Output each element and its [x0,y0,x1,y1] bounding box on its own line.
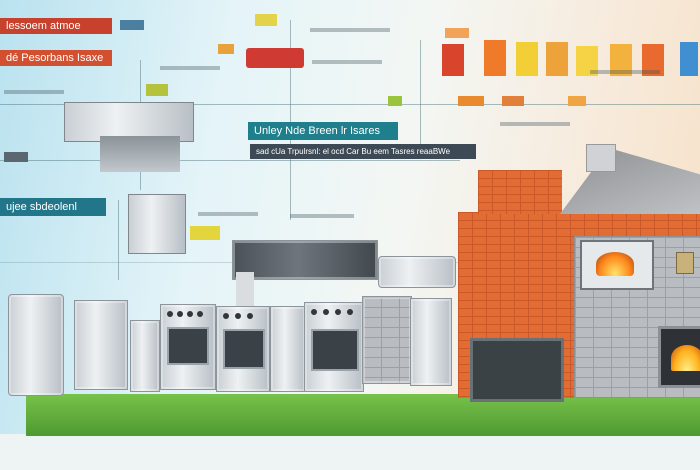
annotation-chip [218,44,234,54]
annotation-chip [445,28,469,38]
vent-hood [378,256,456,288]
storage-cabinet [470,338,564,402]
cabinet [270,306,306,392]
bar [546,42,568,76]
annotation-chip [502,96,524,106]
oven-icon [304,302,364,392]
range-hood [232,240,378,280]
left-mid-label: ujee sbdeolenl [0,198,106,216]
bar [576,46,598,76]
refrigerator-icon [74,300,128,390]
annotation-text-bar [590,70,660,74]
fire-icon [671,345,700,371]
bar [516,42,538,76]
annotation-text-bar [310,28,390,32]
annotation-text-bar [312,60,382,64]
floor [0,434,700,470]
bar [642,44,664,76]
refrigerator-icon [410,298,452,386]
center-subtitle-label: sad cUa Trpulrsnl: el ocd Car Bu eem Tas… [250,144,476,159]
sink-cabinet [100,136,180,172]
annotation-chip [146,84,168,96]
oven-icon [580,240,654,290]
annotation-chip [246,48,304,68]
connector-line [118,200,119,280]
brick-house-upper [478,170,562,214]
bar [484,40,506,76]
center-title-label: Unley Nde Breen lr Isares [248,122,398,140]
annotation-text-bar [4,90,64,94]
chimney-icon [236,272,254,306]
water-heater [128,194,186,254]
brick-cabinet [362,296,412,384]
connector-line [420,40,421,150]
range-hood [64,102,194,142]
fire-icon [596,252,634,276]
annotation-chip [458,96,484,106]
bar [610,44,632,76]
annotation-text-bar [500,122,570,126]
connector-line [0,104,700,105]
annotation-text-bar [290,214,354,218]
annotation-chip [190,226,220,240]
roof [560,148,700,214]
refrigerator-icon [8,294,64,396]
annotation-text-bar [198,212,258,216]
annotation-chip [388,96,402,106]
thermostat [676,252,694,274]
connector-line [0,160,460,161]
cabinet [130,320,160,392]
bar [442,44,464,76]
annotation-chip [120,20,144,30]
top-left-label-2: dé Pesorbans Isaxe [0,50,112,66]
fireplace-opening [658,326,700,388]
chimney-icon [586,144,616,172]
top-left-label-1: lessoem atmoe [0,18,112,34]
annotation-chip [4,152,28,162]
oven-icon [160,304,216,390]
bar-strip [440,30,700,76]
grass-strip [26,394,700,436]
connector-line [290,20,291,220]
annotation-text-bar [160,66,220,70]
annotation-chip [255,14,277,26]
annotation-chip [568,96,586,106]
bar [680,42,698,76]
oven-icon [216,306,270,392]
